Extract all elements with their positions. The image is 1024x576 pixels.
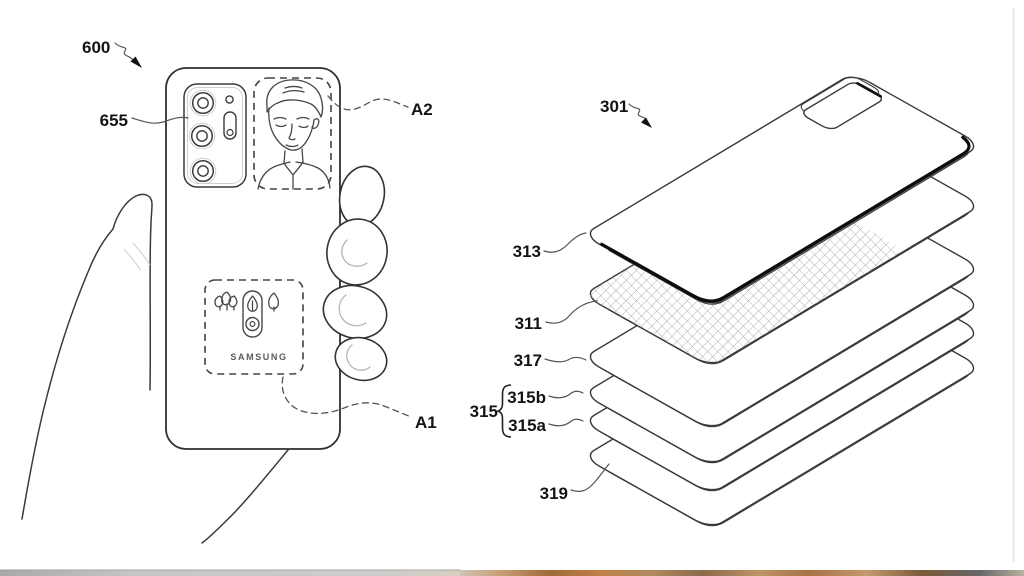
leader-600-squiggle	[114, 42, 134, 61]
label-315-group: 315	[470, 402, 498, 421]
exploded-stack-figure: 301 313 311 317 315 315b 315a 319	[470, 73, 995, 530]
thumb-crease	[123, 248, 142, 272]
leader-a2	[327, 95, 409, 111]
fingernail	[338, 294, 367, 327]
label-655: 655	[100, 111, 128, 130]
label-a2: A2	[411, 100, 433, 119]
leader-311	[545, 300, 598, 324]
finger-tip	[322, 284, 388, 340]
label-319: 319	[540, 484, 568, 503]
laser-af-dot	[226, 128, 234, 137]
leader-301-squiggle	[628, 103, 647, 120]
leader-319	[570, 463, 610, 492]
desk-strip-wood	[460, 570, 1024, 576]
display-area-a2	[253, 77, 332, 190]
leader-655	[131, 116, 189, 124]
thumb-crease	[132, 242, 151, 266]
flash-icon	[225, 95, 234, 104]
finger-tip	[334, 336, 388, 382]
leader-313	[543, 232, 587, 253]
portrait-illustration	[257, 79, 331, 190]
leader-317	[544, 356, 587, 363]
brand-logo: SAMSUNG	[230, 352, 287, 362]
leader-315b	[548, 390, 584, 399]
leader-315a	[548, 418, 584, 427]
label-311: 311	[515, 314, 542, 333]
label-301: 301	[600, 97, 628, 116]
camera-lens-top	[189, 89, 217, 117]
handheld-phone-figure: SAMSUNG 600 655 A2 A1	[21, 38, 437, 544]
fingernail	[341, 239, 368, 267]
desk-strip-hairline	[0, 569, 460, 571]
camera-pill-icon	[242, 290, 263, 338]
camera-cutout-thick-edge	[857, 83, 880, 96]
camera-lens-middle	[188, 122, 216, 150]
hand-outline	[21, 193, 153, 520]
camera-module-inner-line	[187, 87, 243, 184]
laser-af-pill	[223, 111, 237, 140]
leader-600-arrowhead	[130, 56, 142, 68]
fingernail	[346, 344, 371, 371]
layer-313-thick-edge	[602, 84, 978, 305]
desk-strip-gray	[0, 570, 460, 576]
leaf-icon	[268, 292, 280, 312]
display-area-a1	[204, 279, 304, 375]
brace-315	[497, 384, 512, 438]
leader-301-arrowhead	[641, 117, 652, 128]
label-a1: A1	[415, 413, 437, 432]
label-315b: 315b	[507, 388, 546, 407]
label-315a: 315a	[508, 416, 546, 435]
finger-tip	[326, 218, 388, 286]
palm-line	[201, 449, 289, 544]
label-600: 600	[82, 38, 110, 57]
label-317: 317	[514, 351, 542, 370]
camera-lens-bottom	[189, 157, 217, 185]
leader-a1	[281, 376, 412, 418]
label-313: 313	[513, 242, 541, 261]
trees-icon	[214, 291, 238, 311]
